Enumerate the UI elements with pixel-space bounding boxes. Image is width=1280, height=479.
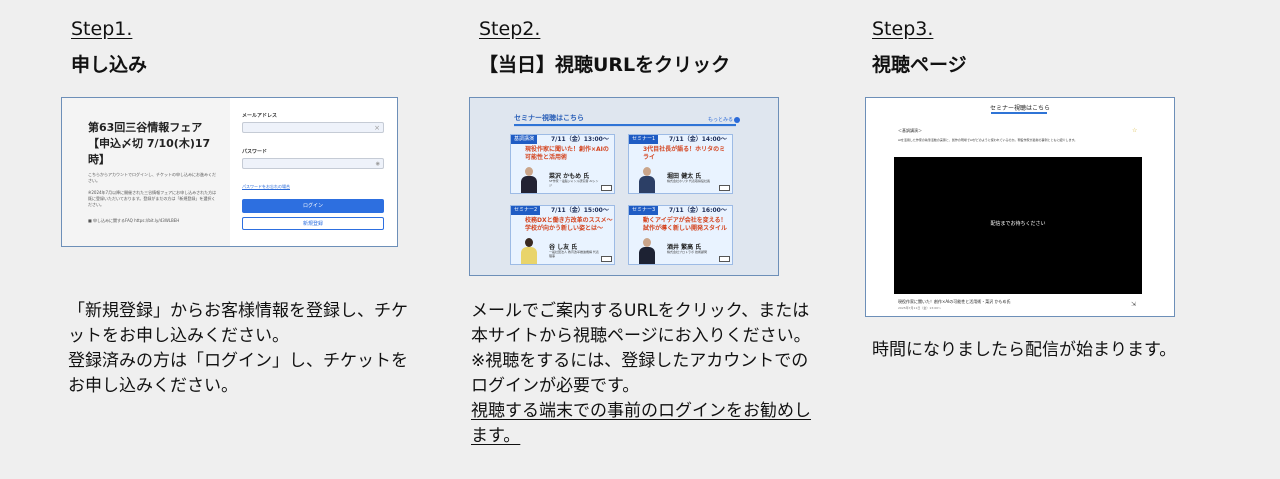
step-2-title: 【当日】視聴URLをクリック [479,54,731,76]
favorite-icon[interactable]: ☆ [1132,127,1138,134]
video-caption: 現役作家に聞いた！創作×AIの可能性と活用術・菜沢 かもめ氏 [898,299,1011,304]
arrow-right-icon [734,116,741,123]
speaker-name: 菜沢 かもめ 氏 [549,173,590,180]
email-label: メールアドレス [242,113,278,119]
card-header: セミナー1 7/11（金）14:00～ [629,135,732,144]
card-tag: セミナー3 [629,206,659,215]
card-tag: セミナー1 [629,135,659,144]
session-label: ＜基調講演＞ [898,128,922,133]
step-3-number: Step3. [872,18,934,40]
video-player[interactable]: 配信までお待ちください [894,157,1142,294]
card-button[interactable] [601,185,612,191]
step-1-number: Step1. [71,18,133,40]
more-label: もっとみる [708,117,734,123]
step-3-description: 時間になりましたら配信が始まります。 [872,338,1252,363]
card-title: 3代目社長が語る！ホリタのミライ [643,146,726,161]
waiting-message: 配信までお待ちください [990,221,1046,227]
viewing-screenshot: セミナー視聴はこちら ＜基調講演＞ ☆ AIを活用した作家の執筆活動の実態と、創… [865,97,1175,317]
seminar-card[interactable]: セミナー3 7/11（金）16:00～ 動くアイデアが会社を変える！試作が導く新… [628,205,733,265]
step-1-description: 「新規登録」からお客様情報を登録し、チケットをお申し込みください。 登録済みの方… [68,299,413,399]
speaker-name: 堀田 健太 氏 [667,173,702,180]
card-button[interactable] [719,185,730,191]
step-3-desc-line: 時間になりましたら配信が始まります。 [872,340,1177,360]
card-button[interactable] [601,256,612,262]
register-button[interactable]: 新規登録 [242,217,384,230]
card-date: 7/11（金）14:00～ [669,136,727,143]
speaker-affiliation: 株式会社ホリタ 代表取締役社長 [667,179,710,183]
speaker-name: 酒井 繁高 氏 [667,244,702,251]
speaker-affiliation: SF作家・電脳ジャンル研究者 AIシンジ [549,179,599,187]
share-icon[interactable]: ⇲ [1131,301,1137,308]
seminar-card[interactable]: セミナー1 7/11（金）14:00～ 3代目社長が語る！ホリタのミライ 堀田 … [628,134,733,194]
step-1-title: 申し込み [71,54,148,76]
step-1-desc-line: 「新規登録」からお客様情報を登録し、チケットをお申し込みください。 [68,301,408,346]
login-form: メールアドレス × パスワード ◉ パスワードをお忘れの場合 ログイン 新規登録 [230,98,397,246]
speaker-affiliation: 一般社団法人 教育改革推進機構 代表理事 [549,250,599,258]
step-2-desc-line: メールでご案内するURLをクリック、または本サイトから視聴ページにお入りください… [471,301,811,346]
card-tag: 基調講演 [511,135,538,144]
card-title: 現役作家に聞いた！創作×AIの可能性と活用術 [525,146,609,161]
step-2-description: メールでご案内するURLをクリック、または本サイトから視聴ページにお入りください… [471,299,816,449]
card-date: 7/11（金）13:00～ [551,136,609,143]
card-tag: セミナー2 [511,206,541,215]
clear-icon[interactable]: × [374,124,380,132]
speaker-photo [639,238,655,264]
step-2-desc-line: ※視聴をするには、登録したアカウントでのログインが必要です。 [471,351,809,396]
header-underline [991,112,1047,114]
login-button[interactable]: ログイン [242,199,384,213]
speaker-photo [521,167,537,193]
eye-icon[interactable]: ◉ [375,161,380,167]
seminar-screenshot: セミナー視聴はこちら もっとみる 基調講演 7/11（金）13:00～ 現役作家… [469,97,779,276]
email-field[interactable]: × [242,122,384,133]
viewing-header: セミナー視聴はこちら [989,105,1050,112]
login-note: ※2024年7月以降に開催された三谷情報フェアにお申し込みされた方は既に登録いた… [88,190,217,207]
speaker-photo [639,167,655,193]
step-3-title: 視聴ページ [872,54,967,76]
card-button[interactable] [719,256,730,262]
password-label: パスワード [242,149,268,155]
card-header: セミナー2 7/11（金）15:00～ [511,206,614,215]
seminar-card[interactable]: 基調講演 7/11（金）13:00～ 現役作家に聞いた！創作×AIの可能性と活用… [510,134,615,194]
login-screenshot: 第63回三谷情報フェア【申込〆切 7/10(木)17時】 こちらからアカウントで… [61,97,398,247]
more-link[interactable]: もっとみる [708,116,741,123]
speaker-name: 谷 し友 氏 [549,244,578,251]
card-header: セミナー3 7/11（金）16:00～ [629,206,732,215]
card-date: 7/11（金）16:00～ [669,207,727,214]
session-description: AIを活用した作家の執筆活動の実態と、創作の現場でAIがどのように使われているの… [898,138,1078,142]
seminar-header: セミナー視聴はこちら [514,114,584,122]
header-underline [514,124,736,126]
pre-login-recommendation: 視聴する端末での事前のログインをお勧めします。 [471,401,811,446]
video-meta: 2025年7月11日（金）13:00～ [898,306,942,310]
faq-link[interactable]: ■ 申し込みに関するFAQ https://bit.ly/43WLBEH [88,218,180,223]
password-field[interactable]: ◉ [242,158,384,169]
step-1-desc-line: 登録済みの方は「ログイン」し、チケットをお申し込みください。 [68,351,408,396]
card-header: 基調講演 7/11（金）13:00～ [511,135,614,144]
speaker-photo [521,238,537,264]
card-date: 7/11（金）15:00～ [551,207,609,214]
header-divider [514,126,736,127]
speaker-affiliation: 株式会社プロトラボ 技術顧問 [667,250,707,254]
fair-title: 第63回三谷情報フェア【申込〆切 7/10(木)17時】 [88,121,211,166]
login-intro: こちらからアカウントでログインし、チケットの申し込みにお進みください。 [88,172,216,183]
forgot-password-link[interactable]: パスワードをお忘れの場合 [242,184,290,189]
card-title: 動くアイデアが会社を変える！試作が導く新しい開発スタイル [643,217,728,232]
card-title: 校務DXと働き方改革のススメ～学校が向かう新しい姿とは～ [525,217,613,232]
seminar-card[interactable]: セミナー2 7/11（金）15:00～ 校務DXと働き方改革のススメ～学校が向か… [510,205,615,265]
step-2-number: Step2. [479,18,541,40]
login-info-panel: 第63回三谷情報フェア【申込〆切 7/10(木)17時】 こちらからアカウントで… [62,98,230,246]
